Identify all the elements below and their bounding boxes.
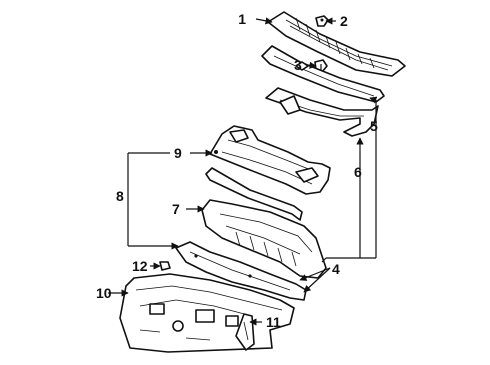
callout-6: 6 bbox=[354, 164, 362, 180]
cowl-grille-part bbox=[267, 11, 406, 77]
callout-10: 10 bbox=[96, 285, 112, 301]
small-bolt-part bbox=[159, 261, 171, 271]
dash-lower-part bbox=[175, 241, 307, 301]
dash-panel-part bbox=[201, 199, 327, 279]
leader-lines bbox=[108, 17, 378, 326]
cowl-panel-part bbox=[261, 45, 385, 103]
callout-12: 12 bbox=[132, 258, 148, 274]
dash-reinforcement-part bbox=[265, 87, 379, 137]
callout-11: 11 bbox=[266, 314, 281, 330]
callout-8: 8 bbox=[116, 188, 124, 204]
callout-4: 4 bbox=[332, 261, 340, 277]
callout-3: 3 bbox=[294, 57, 302, 73]
callout-5: 5 bbox=[370, 118, 378, 134]
callout-2: 2 bbox=[340, 13, 348, 29]
plenum-part bbox=[209, 125, 331, 195]
callout-9: 9 bbox=[174, 145, 182, 161]
callout-1: 1 bbox=[238, 11, 246, 27]
callout-7: 7 bbox=[172, 201, 180, 217]
support-bar-part bbox=[205, 167, 303, 221]
